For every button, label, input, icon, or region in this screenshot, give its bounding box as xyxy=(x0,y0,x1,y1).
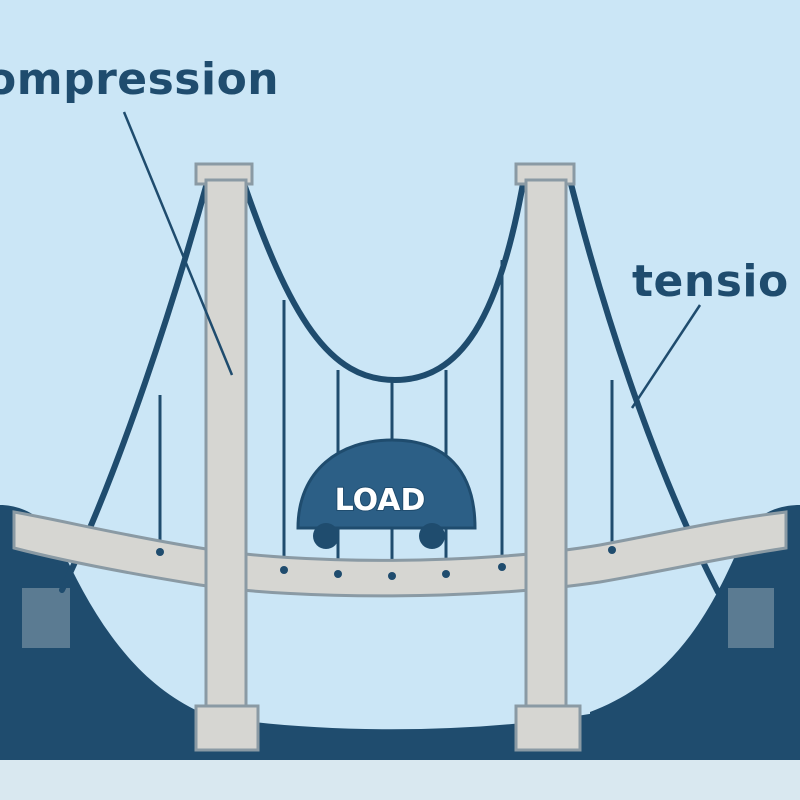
left-anchor-block xyxy=(22,588,70,648)
car-wheel-front xyxy=(313,523,339,549)
main-cable-center-span xyxy=(237,169,528,384)
riverbed xyxy=(190,712,600,760)
base-band xyxy=(0,760,800,800)
left-tower xyxy=(194,162,260,752)
compression-pointer-line xyxy=(122,111,234,376)
compression-label: ompression xyxy=(0,54,280,105)
right-anchor-block xyxy=(728,588,774,648)
load-label: LOAD xyxy=(335,483,426,518)
load-car: LOAD xyxy=(296,438,477,549)
deck-rivets xyxy=(156,546,616,580)
right-bank xyxy=(590,505,800,760)
right-tower xyxy=(514,162,582,752)
car-wheel-back xyxy=(419,523,445,549)
car-body xyxy=(296,438,477,530)
tension-pointer-line xyxy=(630,304,702,409)
left-bank xyxy=(0,505,200,760)
tension-label: tensio xyxy=(632,256,789,307)
